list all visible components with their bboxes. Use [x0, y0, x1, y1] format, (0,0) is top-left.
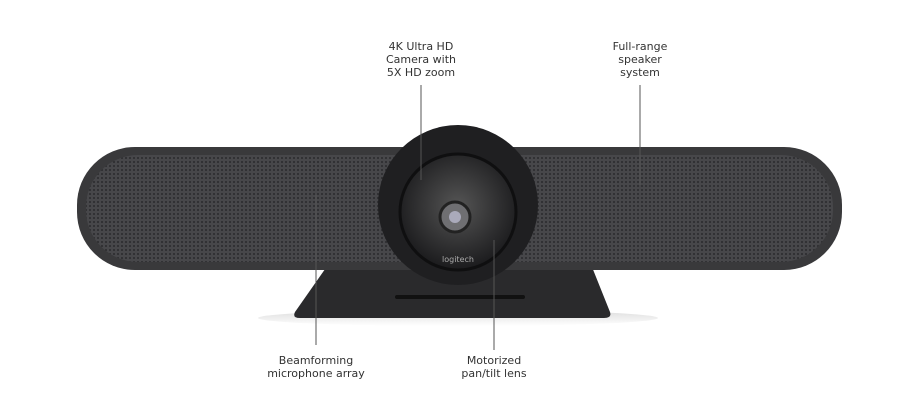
speaker-callout: Full-range speaker system — [612, 40, 668, 79]
lens-callout: Motorized pan/tilt lens — [461, 354, 527, 380]
camera-callout: 4K Ultra HD Camera with 5X HD zoom — [385, 40, 456, 79]
logitech-logo: logitech — [442, 255, 474, 264]
microphone-callout: Beamforming microphone array — [267, 354, 365, 380]
stand-base — [294, 262, 611, 318]
lens-glass — [449, 211, 461, 223]
stand-slot — [395, 295, 525, 299]
